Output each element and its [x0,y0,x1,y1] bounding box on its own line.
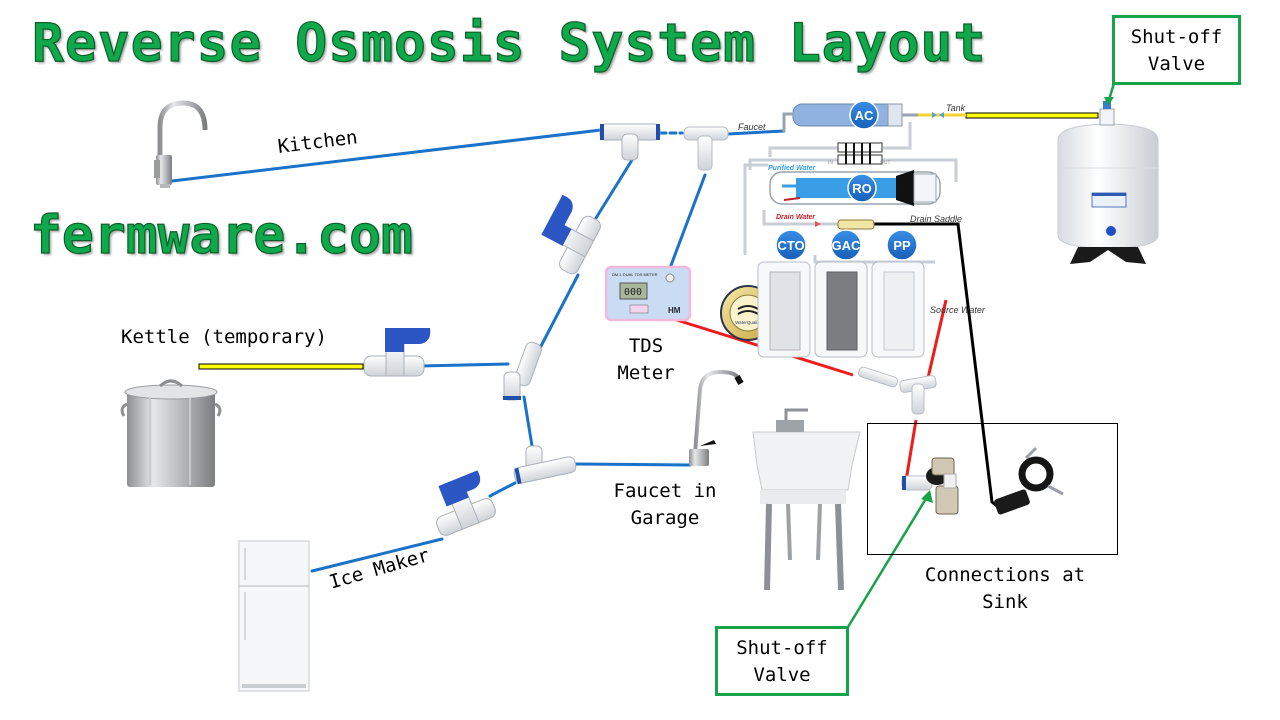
prefilter-housings [757,261,925,358]
tube-tdstee-to-faucet-port [726,129,786,136]
stage-badge-gac: GAC [832,238,862,253]
kitchen-faucet-icon [154,100,208,188]
flow-restrictors [837,142,883,165]
ball-valve-icon [363,328,431,377]
callout-sink-line2: Valve [753,664,811,686]
ro-label-drain-saddle: Drain Saddle [910,214,962,224]
ball-valve-icon [541,194,601,275]
feed-valve-icon [901,457,959,515]
ro-label-out: OUT [880,160,891,166]
tube-icevalve-to-fridge [310,537,444,573]
tube-tee3-to-icevalve [488,481,517,498]
ro-badge-label: RO [852,181,872,196]
stage-badge-pp: PP [893,238,911,253]
ro-label-drain-water: Drain Water [776,214,816,221]
ro-label-faucet: Faucet [738,122,766,132]
tube-valve-to-tee2 [538,273,580,350]
seal-brand: WaterQuality [735,320,762,325]
ro-label-source-water: Source Water [930,305,986,315]
tds-model: DM-1 DUAL TDS METER [612,272,658,277]
tube-tee1-to-valve [594,158,634,220]
ac-badge-label: AC [855,108,874,123]
label-faucet-garage-line2: Garage [630,507,700,529]
ball-valve-icon [436,470,496,536]
tds-brand: HM [668,306,681,315]
callout-arrows [846,82,1116,628]
page-title: Reverse Osmosis System Layout [31,12,987,74]
kettle-temporary-line [198,363,364,370]
label-connections-line2: Sink [982,591,1028,613]
callout-sink-line1: Shut-off [736,637,828,659]
callout-sink-shutoff-valve: Shut-off Valve [715,626,849,696]
label-connections-line1: Connections at [924,564,1086,586]
tube-kettle-valve-to-tee2 [418,362,510,368]
ro-label-tank: Tank [946,103,966,113]
red-line-source-water [926,299,948,379]
tee-fitting-icon [503,341,542,401]
callout-tank-shutoff-valve: Shut-off Valve [1112,15,1241,85]
label-tds-meter: TDS Meter [608,333,684,387]
ro-label-purified: Purified Water [768,165,817,172]
label-connections-sink: Connections at Sink [900,562,1110,616]
tee-fitting-icon [683,126,729,171]
tee-fitting-icon [599,123,661,161]
tank-line [965,112,1099,119]
label-faucet-garage: Faucet in Garage [600,478,730,532]
callout-tank-line1: Shut-off [1130,26,1223,48]
ac-filter: AC [782,100,918,132]
stage-badge-cto: CTO [777,238,804,253]
tee-fitting-icon [857,366,937,415]
website-label: fermware.com [29,204,413,266]
callout-arrow-sink [846,496,929,628]
callout-tank-line2: Valve [1147,53,1206,75]
sink-connections-box [867,423,1118,555]
label-kettle: Kettle (temporary) [121,326,327,348]
supply-tubing [170,128,786,573]
ro-label-in: IN [828,160,833,166]
label-faucet-garage-line1: Faucet in [613,480,717,502]
utility-sink-icon [752,408,861,591]
garage-faucet-icon [689,369,744,466]
label-tds-line1: TDS [628,335,664,357]
drain-saddle-icon [994,446,1064,515]
tds-meter-icon: 000 HM DM-1 DUAL TDS METER [604,265,692,322]
tube-tds-tee-to-meter [668,173,707,270]
kettle-pot-icon [120,379,222,487]
tds-display-value: 000 [624,287,642,298]
tee-fitting-icon [513,445,577,485]
tube-kitchen [170,128,603,183]
ro-membrane: RO [769,170,941,206]
ro-schematic: AC RO [738,100,986,358]
label-tds-line2: Meter [617,362,675,384]
storage-tank-icon [1057,101,1159,264]
tube-tee2-to-tee3 [522,395,535,454]
tube-tee3-to-garage [574,462,692,467]
refrigerator-icon [238,540,310,692]
stage-badges: CTO GAC PP [775,229,918,261]
